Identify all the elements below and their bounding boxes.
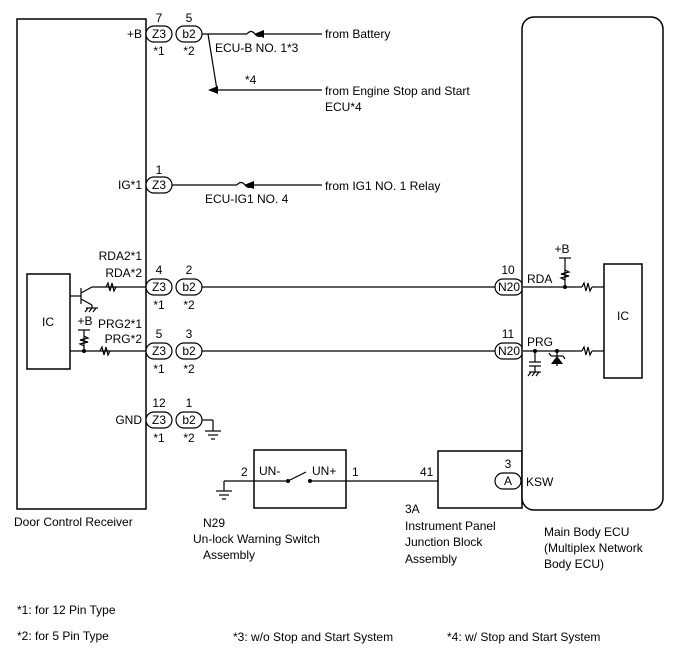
terminal-ig: IG*1 bbox=[118, 178, 142, 192]
pin-ig-z3: 1 bbox=[156, 163, 163, 177]
terminal-rda: RDA*2 bbox=[105, 266, 142, 280]
switch-pin-right-label: UN+ bbox=[312, 464, 336, 478]
connector-z3-prg-label: Z3 bbox=[152, 344, 166, 358]
receiver-prg-pullup bbox=[70, 329, 146, 353]
terminal-prg: PRG*2 bbox=[105, 332, 143, 346]
pin-prg-z3: 5 bbox=[156, 327, 163, 341]
connector-z3-ig-label: Z3 bbox=[152, 178, 166, 192]
receiver-ic-box bbox=[26, 273, 71, 370]
terminal-gnd: GND bbox=[115, 413, 142, 427]
row-plus-b: Z3 b2 7 5 *1 *2 ECU-B NO. 1*3 from Batte… bbox=[145, 11, 470, 114]
connector-n20-rda-label: N20 bbox=[498, 280, 520, 294]
main-ecu-ic-label: IC bbox=[617, 309, 629, 323]
ecu-terminal-ksw: KSW bbox=[526, 475, 554, 489]
transistor-symbol bbox=[70, 286, 146, 313]
source-ig1: from IG1 NO. 1 Relay bbox=[325, 179, 440, 193]
source-battery: from Battery bbox=[325, 27, 390, 41]
pin-gnd-b2: 1 bbox=[186, 396, 193, 410]
connector-a bbox=[494, 472, 522, 490]
note-z3-rda: *1 bbox=[153, 298, 165, 312]
row-gnd: Z3 b2 12 1 *1 *2 bbox=[145, 396, 221, 445]
note-z3-prg: *1 bbox=[153, 362, 165, 376]
connector-n20-prg-label: N20 bbox=[498, 344, 520, 358]
receiver-ic-label: IC bbox=[42, 315, 54, 329]
fuse-ecu-b-symbol bbox=[246, 30, 264, 38]
terminal-plus-b: +B bbox=[127, 27, 142, 41]
source-engine-line1: from Engine Stop and Start bbox=[325, 84, 470, 98]
main-ecu-label-line1: Main Body ECU bbox=[544, 525, 629, 539]
pin-prg-n20: 11 bbox=[502, 327, 515, 341]
pin-rda-n20: 10 bbox=[501, 263, 515, 277]
connector-b2-prg-label: b2 bbox=[182, 344, 196, 358]
fuse-ecu-b-label: ECU-B NO. 1*3 bbox=[215, 41, 299, 55]
note-b2-gnd: *2 bbox=[183, 431, 195, 445]
main-ecu-label-line2: (Multiplex Network bbox=[544, 541, 644, 555]
receiver-plus-b-label: +B bbox=[77, 314, 92, 328]
connector-z3-rda-label: Z3 bbox=[152, 280, 166, 294]
connector-b2-gnd-label: b2 bbox=[182, 413, 196, 427]
ecu-terminal-rda: RDA bbox=[527, 272, 552, 286]
note-b2-prg: *2 bbox=[183, 362, 195, 376]
fuse-ecu-ig1-symbol bbox=[236, 181, 254, 189]
jb-pin-41: 41 bbox=[420, 465, 434, 479]
connector-z3-b-label: Z3 bbox=[152, 27, 166, 41]
note-z3-gnd: *1 bbox=[153, 431, 165, 445]
connector-z3-prg bbox=[145, 342, 173, 360]
source-engine-line2: ECU*4 bbox=[325, 100, 362, 114]
footnote-1: *1: for 12 Pin Type bbox=[17, 603, 116, 617]
pin-b-z3: 7 bbox=[156, 11, 163, 25]
jb-label-line1: 3A bbox=[405, 502, 420, 516]
connector-z3-b bbox=[145, 25, 173, 43]
ecu-plus-b-label: +B bbox=[554, 242, 569, 256]
switch-label-line1: N29 bbox=[203, 516, 225, 530]
pin-rda-b2: 2 bbox=[186, 263, 193, 277]
connector-z3-gnd-label: Z3 bbox=[152, 413, 166, 427]
main-ecu-label-line3: Body ECU) bbox=[544, 557, 604, 571]
pin-prg-b2: 3 bbox=[186, 327, 193, 341]
door-control-receiver-box bbox=[16, 18, 147, 510]
switch-label-line3: Assembly bbox=[203, 548, 255, 562]
footnote-3: *3: w/o Stop and Start System bbox=[233, 630, 393, 644]
row-rda: Z3 b2 4 2 *1 *2 N20 10 bbox=[145, 263, 524, 312]
jb-label-line4: Assembly bbox=[405, 552, 457, 566]
connector-b2-rda-label: b2 bbox=[182, 280, 196, 294]
pin-b-b2: 5 bbox=[186, 11, 193, 25]
main-body-ecu-box bbox=[521, 16, 664, 511]
connector-b2-b-label: b2 bbox=[182, 27, 196, 41]
pin-gnd-z3: 12 bbox=[152, 396, 166, 410]
jb-pin-3: 3 bbox=[505, 457, 512, 471]
terminal-rda2: RDA2*1 bbox=[99, 249, 143, 263]
main-ecu-ic-box bbox=[603, 263, 643, 379]
jb-label-line2: Instrument Panel bbox=[405, 519, 496, 533]
pin-rda-z3: 4 bbox=[156, 263, 163, 277]
connector-z3-rda bbox=[145, 278, 173, 296]
terminal-prg2: PRG2*1 bbox=[98, 317, 142, 331]
prg-resistor-symbol bbox=[99, 345, 111, 357]
switch-pin-1: 1 bbox=[352, 465, 359, 479]
door-control-receiver-label: Door Control Receiver bbox=[14, 515, 133, 529]
row-prg: Z3 b2 5 3 *1 *2 N20 11 bbox=[145, 327, 524, 376]
fuse-ecu-ig1-label: ECU-IG1 NO. 4 bbox=[205, 192, 289, 206]
ecu-prg-internal bbox=[523, 345, 604, 377]
connector-a-label: A bbox=[504, 474, 512, 488]
ecu-rda-internal bbox=[523, 257, 604, 293]
switch-pin-2: 2 bbox=[241, 465, 248, 479]
note-b2-b: *2 bbox=[183, 44, 195, 58]
switch-pin-left-label: UN- bbox=[259, 464, 280, 478]
unlock-warning-switch: UN- UN+ 2 1 N29 Un-lock Warning Switch A… bbox=[193, 449, 495, 562]
junction-block: 41 A 3 3A Instrument Panel Junction Bloc… bbox=[405, 450, 523, 566]
note-b2-rda: *2 bbox=[183, 298, 195, 312]
row-ig: Z3 1 ECU-IG1 NO. 4 from IG1 NO. 1 Relay bbox=[145, 163, 440, 206]
switch-label-line2: Un-lock Warning Switch bbox=[193, 532, 320, 546]
jb-label-line3: Junction Block bbox=[405, 535, 483, 549]
connector-z3-gnd bbox=[145, 411, 173, 429]
rda-resistor-symbol bbox=[105, 281, 117, 293]
footnote-4: *4: w/ Stop and Start System bbox=[447, 630, 600, 644]
footnote-2: *2: for 5 Pin Type bbox=[17, 629, 109, 643]
ecu-terminal-prg: PRG bbox=[527, 335, 553, 349]
note-4-label: *4 bbox=[245, 73, 257, 87]
note-z3-b: *1 bbox=[153, 44, 165, 58]
